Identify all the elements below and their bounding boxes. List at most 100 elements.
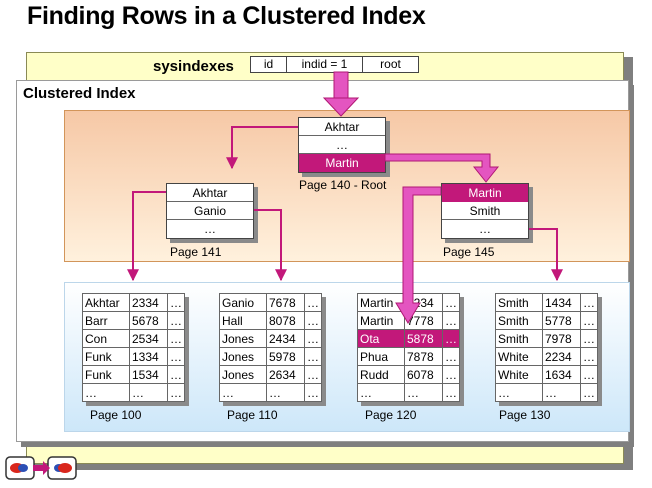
sysindexes-column-root: root bbox=[380, 57, 401, 71]
intermediate-page-label: Page 145 bbox=[443, 245, 495, 259]
leaf-page-label: Page 120 bbox=[365, 408, 417, 422]
leaf-cell-value: 1334 bbox=[129, 347, 168, 366]
leaf-cell-name: … bbox=[82, 383, 130, 402]
clustered-index-label: Clustered Index bbox=[23, 85, 136, 102]
leaf-cell-name: Jones bbox=[219, 347, 267, 366]
root-to-page145-arrow bbox=[384, 153, 500, 183]
root-page-label: Page 140 - Root bbox=[299, 178, 387, 192]
leaf-cell-name: White bbox=[495, 365, 543, 384]
root-row: … bbox=[299, 136, 385, 154]
leaf-cell-value: 7978 bbox=[542, 329, 581, 348]
intermediate-row: Smith bbox=[442, 202, 528, 220]
leaf-cell-more: … bbox=[442, 329, 460, 348]
leaf-cell-name: … bbox=[219, 383, 267, 402]
leaf-cell-more: … bbox=[442, 365, 460, 384]
leaf-cell-name: Martin bbox=[357, 311, 405, 330]
leaf-cell-name: Akhtar bbox=[82, 293, 130, 312]
page141-to-page100-arrow bbox=[127, 191, 166, 282]
intermediate-node-141: Akhtar Ganio … bbox=[166, 183, 254, 239]
leaf-cell-value: 2434 bbox=[266, 329, 305, 348]
root-row: Akhtar bbox=[299, 118, 385, 136]
leaf-cell-value: 7778 bbox=[404, 311, 443, 330]
intermediate-node-145: Martin Smith … bbox=[441, 183, 529, 239]
leaf-cell-more: … bbox=[304, 329, 322, 348]
leaf-cell-value: 6078 bbox=[404, 365, 443, 384]
leaf-cell-more: … bbox=[442, 311, 460, 330]
leaf-cell-value: 5778 bbox=[542, 311, 581, 330]
intermediate-row: Ganio bbox=[167, 202, 253, 220]
sysindexes-column-indid: indid = 1 bbox=[287, 57, 363, 72]
leaf-cell-more: … bbox=[580, 383, 598, 402]
leaf-cell-more: … bbox=[167, 383, 185, 402]
root-node: Akhtar … Martin bbox=[298, 117, 386, 173]
intermediate-row: Akhtar bbox=[167, 184, 253, 202]
sysindexes-table: id indid = 1 root bbox=[250, 56, 419, 73]
leaf-cell-value: 8078 bbox=[266, 311, 305, 330]
leaf-cell-name: … bbox=[357, 383, 405, 402]
leaf-cell-value: 2334 bbox=[129, 293, 168, 312]
leaf-cell-more: … bbox=[580, 365, 598, 384]
leaf-cell-value: … bbox=[542, 383, 581, 402]
leaf-cell-more: … bbox=[580, 347, 598, 366]
leaf-page-label: Page 130 bbox=[499, 408, 551, 422]
leaf-cell-more: … bbox=[304, 347, 322, 366]
leaf-page-label: Page 110 bbox=[227, 408, 278, 422]
leaf-row: ……… bbox=[357, 383, 460, 402]
leaf-cell-value: … bbox=[266, 383, 305, 402]
leaf-cell-name: Smith bbox=[495, 293, 543, 312]
leaf-row: ……… bbox=[82, 383, 185, 402]
sysindexes-label: sysindexes bbox=[153, 58, 234, 75]
leaf-row: ……… bbox=[219, 383, 322, 402]
leaf-cell-value: 2234 bbox=[542, 347, 581, 366]
leaf-cell-more: … bbox=[304, 383, 322, 402]
page145-to-page130-arrow bbox=[529, 228, 563, 282]
leaf-cell-more: … bbox=[167, 311, 185, 330]
root-to-page141-arrow bbox=[226, 126, 298, 170]
leaf-cell-more: … bbox=[442, 347, 460, 366]
page145-to-page120-arrow bbox=[395, 186, 442, 324]
leaf-cell-value: 1634 bbox=[542, 365, 581, 384]
next-slide-icon[interactable] bbox=[5, 455, 77, 481]
leaf-cell-name: Funk bbox=[82, 365, 130, 384]
leaf-cell-more: … bbox=[442, 383, 460, 402]
page-title: Finding Rows in a Clustered Index bbox=[27, 2, 426, 30]
leaf-row: ……… bbox=[495, 383, 598, 402]
intermediate-page-label: Page 141 bbox=[170, 245, 222, 259]
leaf-cell-value: 2634 bbox=[266, 365, 305, 384]
leaf-cell-value: … bbox=[129, 383, 168, 402]
leaf-cell-name: Jones bbox=[219, 329, 267, 348]
leaf-cell-name: White bbox=[495, 347, 543, 366]
leaf-cell-value: 2534 bbox=[129, 329, 168, 348]
leaf-cell-name: Rudd bbox=[357, 365, 405, 384]
page141-to-page110-arrow bbox=[254, 209, 287, 282]
leaf-page-label: Page 100 bbox=[90, 408, 142, 422]
leaf-cell-value: 1434 bbox=[542, 293, 581, 312]
leaf-cell-more: … bbox=[580, 293, 598, 312]
root-row-highlighted: Martin bbox=[299, 154, 385, 172]
sysindexes-column-id: id bbox=[251, 57, 287, 72]
leaf-cell-name: Jones bbox=[219, 365, 267, 384]
leaf-cell-value: … bbox=[404, 383, 443, 402]
leaf-cell-more: … bbox=[580, 311, 598, 330]
intermediate-row: … bbox=[204, 222, 216, 236]
